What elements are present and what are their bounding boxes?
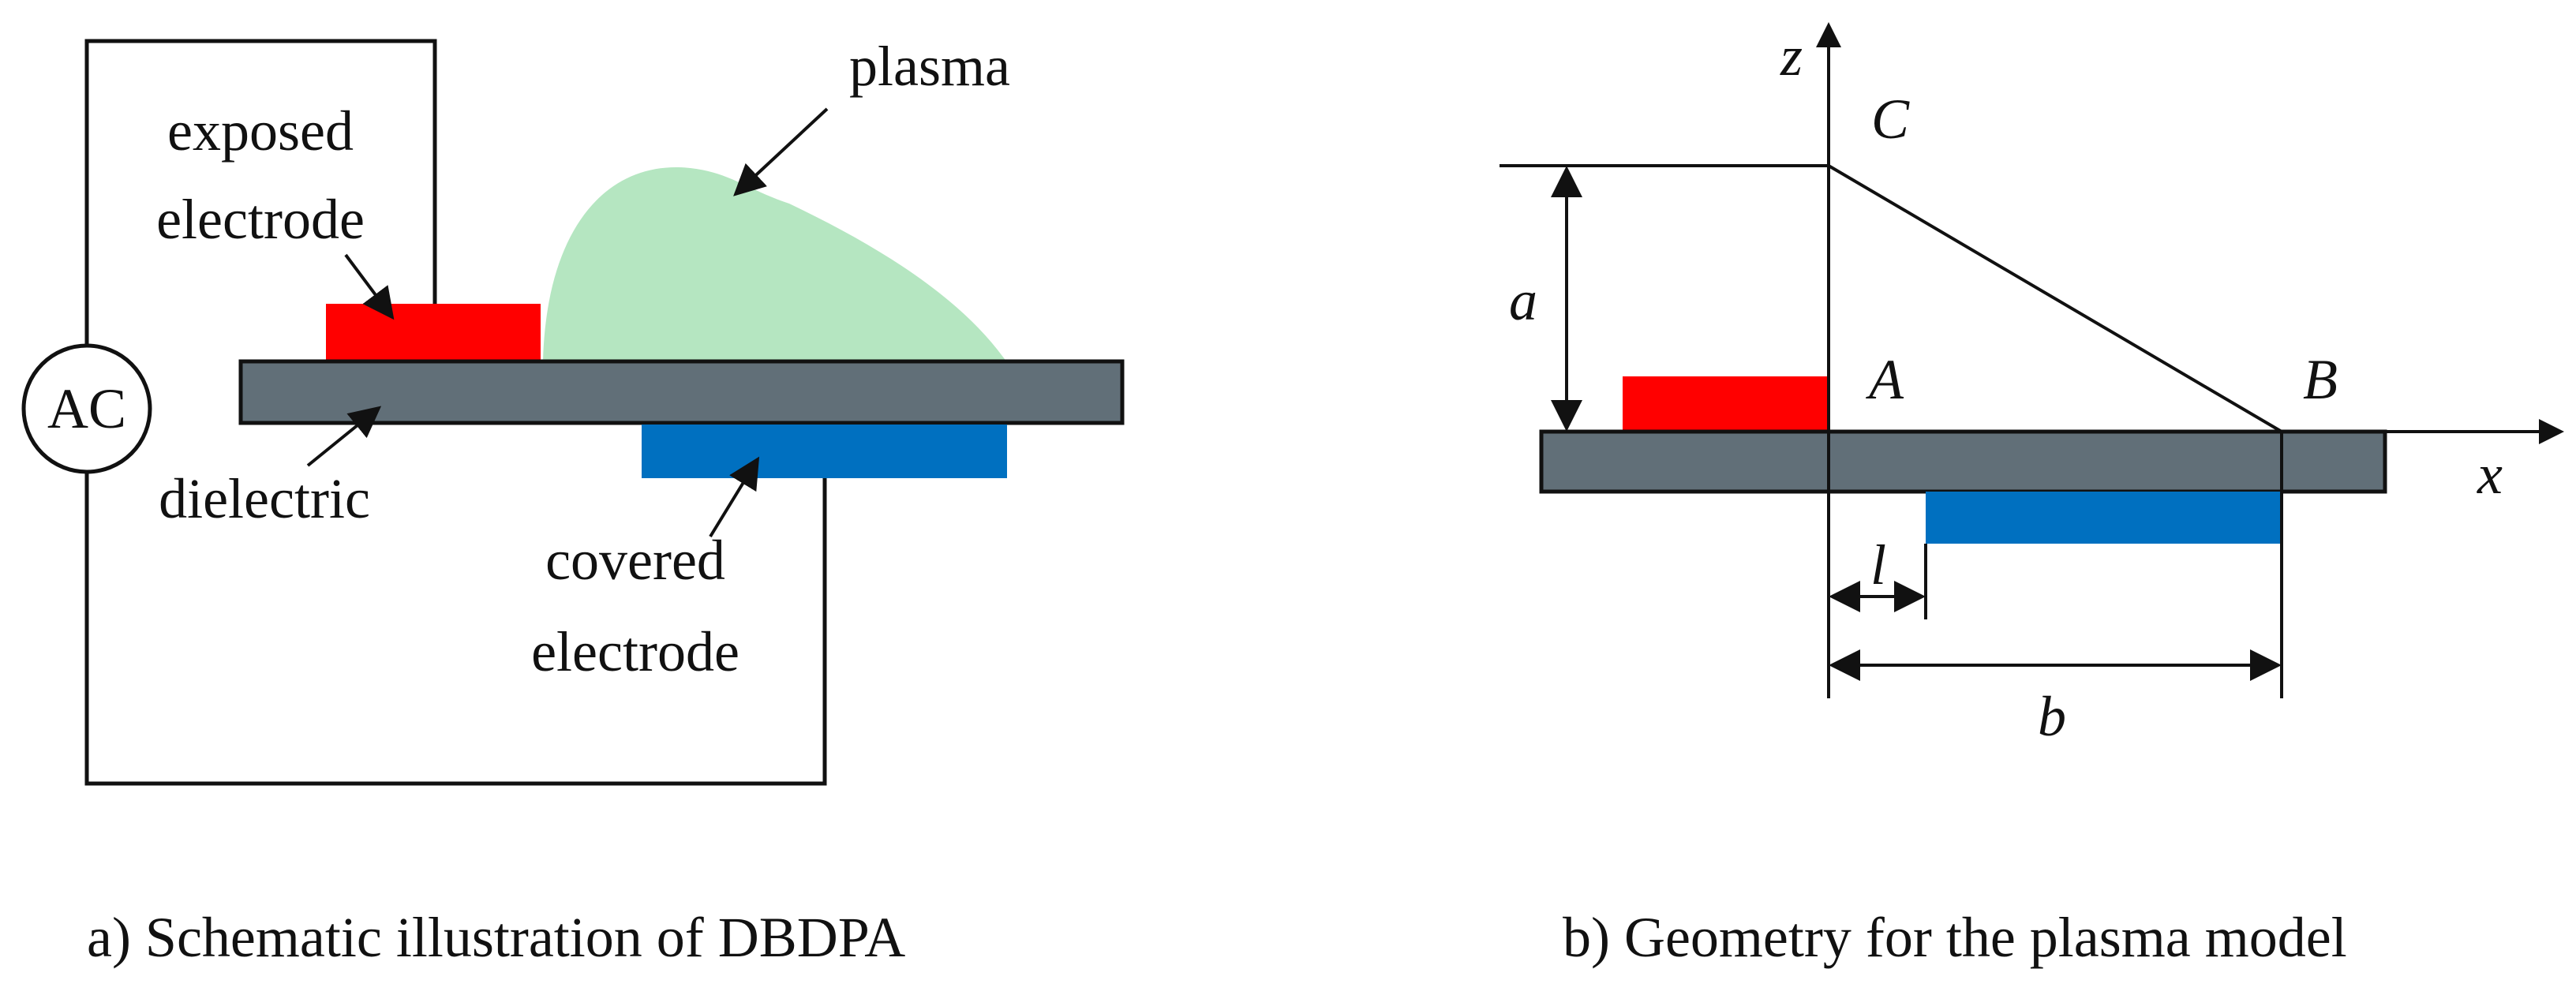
dimension-a-label: a — [1509, 269, 1537, 332]
covered-electrode-pointer-arrow — [709, 456, 760, 538]
exposed-electrode-label-line2: electrode — [156, 188, 365, 251]
panel-b-caption: b) Geometry for the plasma model — [1563, 906, 2347, 969]
plasma-region — [543, 166, 1006, 361]
point-a-label: A — [1866, 348, 1904, 411]
ac-source-label: AC — [47, 377, 126, 440]
circuit-wire-bottom — [84, 443, 827, 786]
panel-a: AC exposed electrode plasma dielectric c… — [21, 35, 1125, 969]
point-c-label: C — [1871, 88, 1910, 151]
exposed-electrode — [326, 304, 541, 361]
ac-source — [21, 343, 152, 474]
z-axis-label: z — [1780, 24, 1803, 88]
dielectric-pointer-arrow — [306, 406, 382, 467]
circuit-wire-top — [84, 39, 437, 375]
exposed-electrode-pointer-arrow — [344, 253, 395, 320]
model-dielectric — [1539, 429, 2387, 494]
plasma-pointer-arrow — [733, 107, 829, 196]
dielectric — [238, 359, 1125, 425]
dimension-b-label: b — [2038, 685, 2066, 748]
exposed-electrode-label-line1: exposed — [167, 99, 354, 163]
x-axis-label: x — [2477, 443, 2503, 506]
plasma-boundary-hypotenuse — [1827, 164, 2283, 433]
covered-electrode-label-line2: electrode — [531, 620, 739, 683]
model-covered-electrode — [1926, 492, 2282, 544]
plasma-label: plasma — [849, 35, 1010, 98]
panel-a-caption: a) Schematic illustration of DBDPA — [87, 906, 905, 969]
model-exposed-electrode — [1623, 376, 1829, 432]
point-b-label: B — [2303, 348, 2338, 411]
dimension-l-label: l — [1870, 533, 1886, 597]
panel-b: z x C A B a l b b) Geometry for the plas… — [1500, 22, 2564, 969]
covered-electrode-label-line1: covered — [545, 529, 725, 592]
covered-electrode — [642, 425, 1007, 478]
dielectric-label: dielectric — [159, 467, 370, 530]
